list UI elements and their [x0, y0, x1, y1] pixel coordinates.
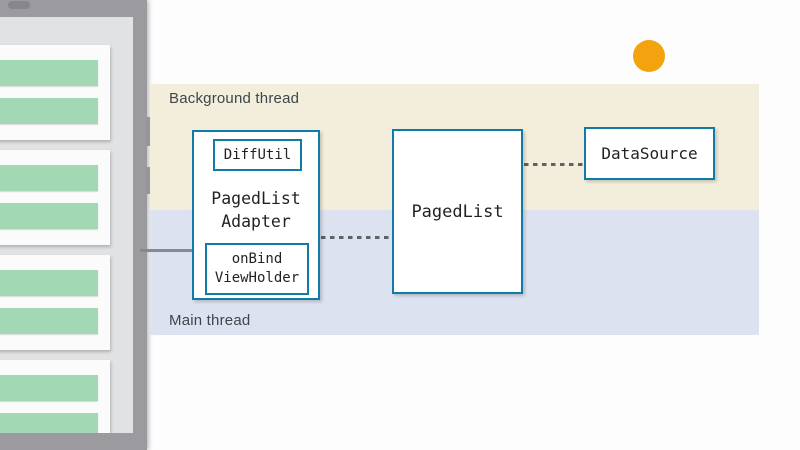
- list-card: [0, 45, 110, 140]
- pagedlist-to-datasource-dashed-connector: [524, 163, 584, 166]
- onbindviewholder-label: onBind ViewHolder: [215, 250, 299, 288]
- onbindviewholder-label-line1: onBind: [231, 251, 283, 267]
- phone-to-adapter-connector: [140, 249, 206, 252]
- phone-screen-recyclerview: [0, 17, 133, 433]
- list-item-bar: [0, 98, 98, 124]
- list-card: [0, 255, 110, 350]
- list-item-bar: [0, 375, 98, 401]
- adapter-to-pagedlist-dashed-connector: [321, 236, 392, 239]
- diffutil-box: DiffUtil: [213, 139, 302, 171]
- pagedlist-label: PagedList: [411, 201, 504, 222]
- pagedlistadapter-label-line1: PagedList: [211, 189, 301, 208]
- diffutil-label: DiffUtil: [223, 147, 292, 163]
- datasource-box: DataSource: [584, 127, 715, 180]
- pagedlistadapter-box: DiffUtil PagedList Adapter onBind ViewHo…: [192, 130, 320, 300]
- list-item-bar: [0, 413, 98, 433]
- background-thread-label: Background thread: [169, 90, 300, 107]
- phone-power-button: [146, 117, 153, 146]
- list-item-bar: [0, 203, 98, 229]
- onbindviewholder-box: onBind ViewHolder: [205, 243, 309, 295]
- list-item-bar: [0, 270, 98, 296]
- phone-speaker: [8, 1, 30, 9]
- phone-volume-button: [146, 167, 153, 194]
- progress-indicator-dot: [633, 40, 665, 72]
- list-item-bar: [0, 165, 98, 191]
- phone-mockup: [0, 0, 147, 450]
- list-item-bar: [0, 60, 98, 86]
- datasource-label: DataSource: [601, 144, 698, 163]
- list-item-bar: [0, 308, 98, 334]
- list-card: [0, 150, 110, 245]
- pagedlist-box: PagedList: [392, 129, 523, 294]
- main-thread-label: Main thread: [169, 312, 251, 329]
- pagedlistadapter-label: PagedList Adapter: [194, 187, 318, 233]
- list-card: [0, 360, 110, 433]
- onbindviewholder-label-line2: ViewHolder: [214, 270, 300, 286]
- pagedlistadapter-label-line2: Adapter: [221, 212, 291, 231]
